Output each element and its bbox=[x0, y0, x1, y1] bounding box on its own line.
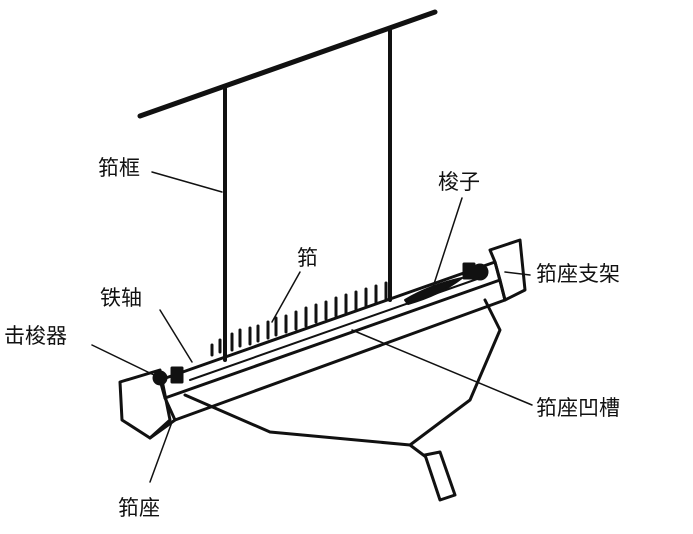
label-sley-bracket: 筘座支架 bbox=[536, 262, 620, 286]
left-shuttle-box bbox=[118, 366, 184, 440]
reed-teeth bbox=[210, 281, 388, 357]
sley-beam bbox=[158, 260, 507, 422]
picking-cord bbox=[183, 298, 502, 502]
leader-lines bbox=[91, 171, 533, 483]
label-reed-frame: 筘框 bbox=[98, 156, 140, 180]
label-iron-axle: 铁轴 bbox=[100, 286, 142, 310]
label-picker: 击梭器 bbox=[4, 324, 67, 348]
label-shuttle: 梭子 bbox=[438, 170, 480, 194]
frame-top-bar bbox=[137, 9, 438, 119]
label-sley: 筘座 bbox=[118, 496, 160, 520]
label-sley-groove: 筘座凹槽 bbox=[536, 396, 620, 420]
shuttle-shape bbox=[404, 277, 463, 305]
right-shuttle-box bbox=[462, 238, 527, 302]
label-reed: 筘 bbox=[297, 246, 318, 270]
